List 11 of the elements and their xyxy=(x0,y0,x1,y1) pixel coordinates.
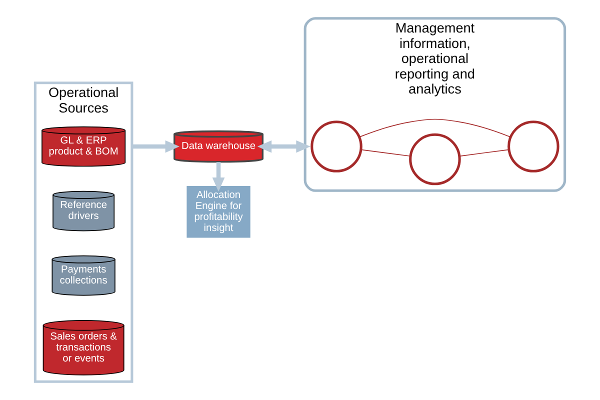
node-circle xyxy=(508,120,560,172)
arrow xyxy=(132,140,180,153)
connector xyxy=(358,118,512,138)
cluster: Management information, operational reporting and analytics xyxy=(304,17,566,192)
arrow xyxy=(257,140,310,153)
connector xyxy=(459,149,510,157)
node-circle xyxy=(310,120,362,172)
arrow xyxy=(212,162,225,192)
node-box: Allocation Engine for profitability insight xyxy=(186,186,250,238)
node-circle xyxy=(409,133,461,186)
connector xyxy=(360,149,411,157)
